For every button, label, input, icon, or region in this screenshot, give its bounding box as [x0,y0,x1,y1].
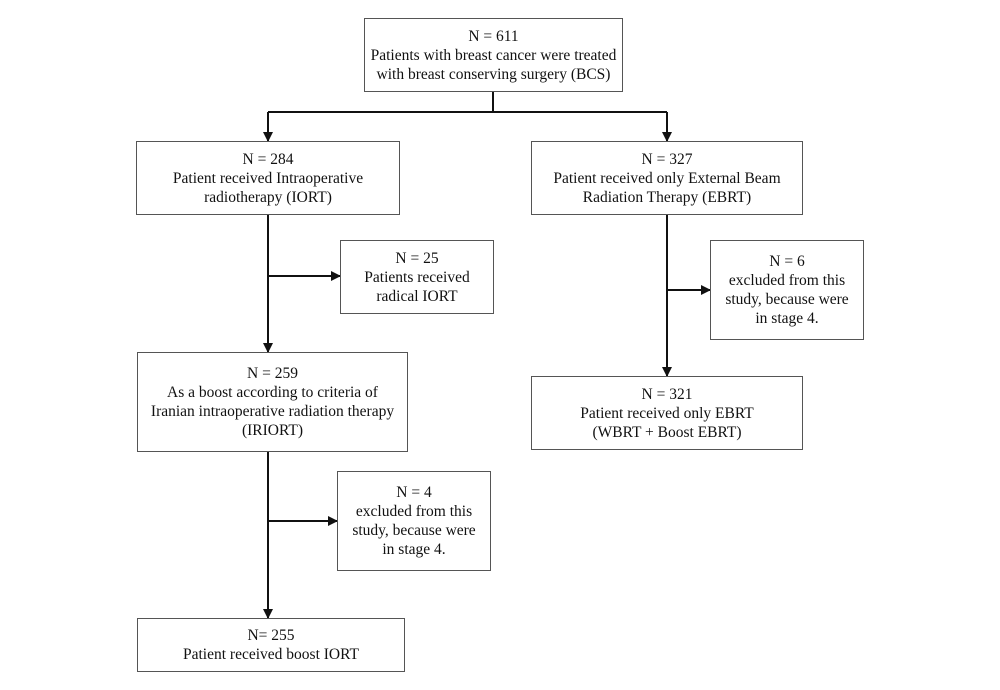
radical-iort-box: N = 25 Patients received radical IORT [340,240,494,314]
root-box-line-3: with breast conserving surgery (BCS) [376,65,611,83]
ebrt-box-line-3: Radiation Therapy (EBRT) [582,188,752,206]
root-box: N = 611 Patients with breast cancer were… [364,18,623,92]
radical-iort-box-line-3: radical IORT [376,287,458,305]
left-excluded-box-line-2: excluded from this [355,503,473,520]
right-final-box-line-3: (WBRT + Boost EBRT) [592,423,742,441]
root-box-line-1: N = 611 [468,27,519,45]
left-final-box: N= 255 Patient received boost IORT [137,618,405,672]
right-excluded-box: N = 6 excluded from this study, because … [710,240,864,340]
left-final-box-line-1: N= 255 [247,627,295,644]
ebrt-box-line-1: N = 327 [641,150,693,168]
radical-iort-box-line-2: Patients received [364,268,470,286]
root-box-line-2: Patients with breast cancer were treated [370,46,617,64]
radical-iort-box-line-1: N = 25 [395,249,439,267]
right-excluded-box-line-2: excluded from this [728,272,846,289]
iort-box: N = 284 Patient received Intraoperative … [136,141,400,215]
right-excluded-box-line-1: N = 6 [769,253,805,270]
left-final-box-line-2: Patient received boost IORT [183,646,359,663]
boost-criteria-box-line-3: Iranian intraoperative radiation therapy [150,403,395,420]
right-final-box-line-1: N = 321 [641,385,693,403]
left-excluded-box-line-1: N = 4 [396,484,432,501]
right-excluded-box-line-4: in stage 4. [755,310,819,327]
right-final-box: N = 321 Patient received only EBRT (WBRT… [531,376,803,450]
ebrt-box-line-2: Patient received only External Beam [553,169,781,187]
right-excluded-box-line-3: study, because were [725,291,849,308]
iort-box-line-3: radiotherapy (IORT) [204,188,332,206]
iort-box-line-2: Patient received Intraoperative [172,169,364,187]
left-excluded-box-line-4: in stage 4. [382,541,446,558]
right-final-box-line-2: Patient received only EBRT [580,404,754,422]
boost-criteria-box-line-4: (IRIORT) [241,422,304,439]
left-excluded-box: N = 4 excluded from this study, because … [337,471,491,571]
boost-criteria-box-line-2: As a boost according to criteria of [167,384,378,401]
boost-criteria-box: N = 259 As a boost according to criteria… [137,352,408,452]
ebrt-box: N = 327 Patient received only External B… [531,141,803,215]
iort-box-line-1: N = 284 [242,150,294,168]
left-excluded-box-line-3: study, because were [352,522,476,539]
boost-criteria-box-line-1: N = 259 [247,365,298,382]
